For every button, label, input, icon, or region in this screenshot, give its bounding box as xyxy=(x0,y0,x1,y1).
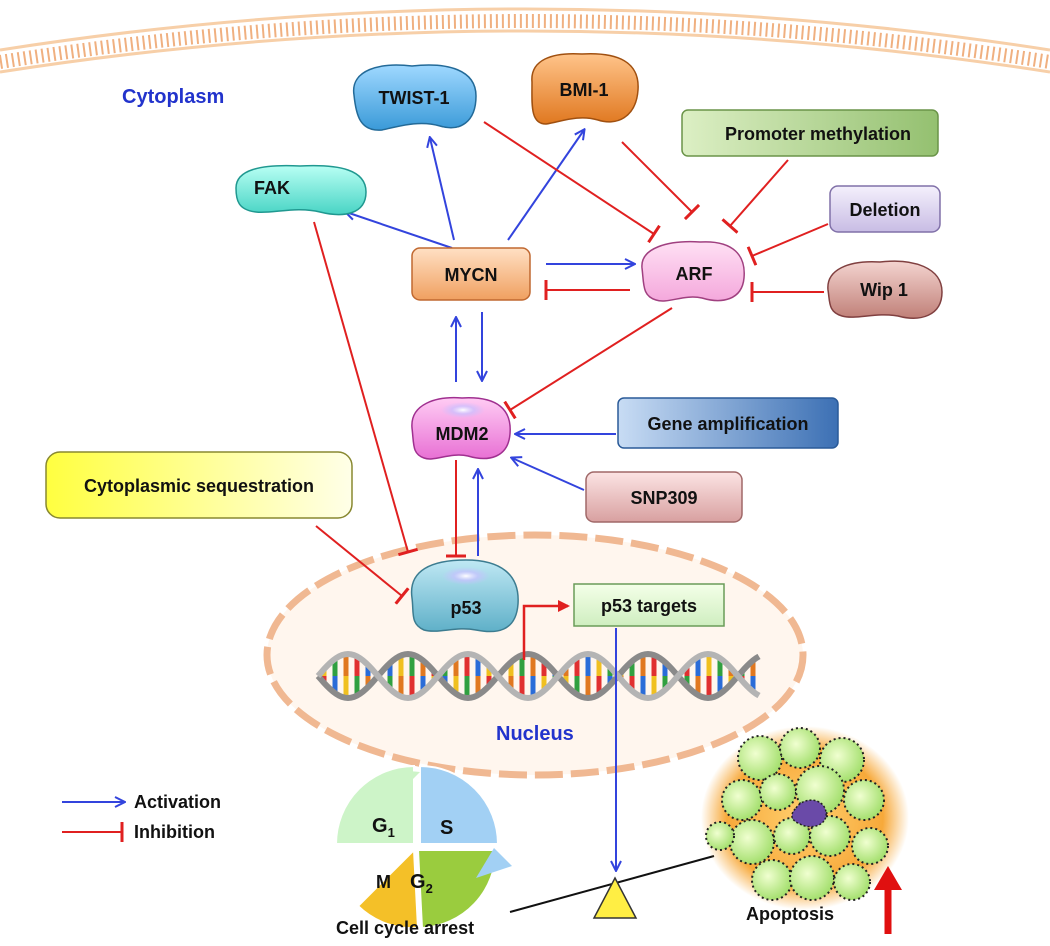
dna-helix xyxy=(315,650,761,702)
node-cytoplasmic-sequestration: Cytoplasmic sequestration xyxy=(45,451,353,519)
legend: Activation Inhibition xyxy=(62,792,221,842)
node-deletion: Deletion xyxy=(829,185,941,233)
node-arf: ARF xyxy=(641,240,745,302)
apoptotic-bleb xyxy=(729,819,775,865)
balance-scale xyxy=(509,855,715,919)
apoptotic-bleb xyxy=(851,827,889,865)
nucleus-label: Nucleus xyxy=(496,723,574,745)
node-p53-targets: p53 targets xyxy=(573,583,725,627)
node-fak: FAK xyxy=(235,164,367,216)
phase-g1-label: G1 xyxy=(372,815,395,840)
legend-activation-label: Activation xyxy=(134,792,221,812)
bmi1-label: BMI-1 xyxy=(560,80,609,100)
p53-to-p53-targets xyxy=(522,600,570,660)
arf-label: ARF xyxy=(676,264,713,284)
mycn-to-fak xyxy=(346,212,453,249)
apoptotic-bleb xyxy=(737,735,783,781)
node-wip1: Wip 1 xyxy=(827,260,943,319)
phase-s-label: S xyxy=(440,817,453,839)
up-arrow-icon xyxy=(874,866,902,934)
node-gene-amplification: Gene amplification xyxy=(617,397,839,449)
apoptotic-bleb xyxy=(789,855,835,901)
p53-label: p53 xyxy=(450,598,481,618)
bmi1-inhibits-arf xyxy=(621,141,701,221)
pathway-connectors xyxy=(313,121,829,870)
apoptotic-bleb xyxy=(843,779,885,821)
cell-membrane xyxy=(0,7,1050,74)
apoptotic-bleb xyxy=(833,863,871,901)
apoptotic-bleb xyxy=(721,779,763,821)
node-promoter-methylation: Promoter methylation xyxy=(681,109,939,157)
node-snp309: SNP309 xyxy=(585,471,743,523)
apoptotic-bleb xyxy=(751,859,793,901)
deletion-label: Deletion xyxy=(849,200,920,220)
p53-targets-label: p53 targets xyxy=(601,596,697,616)
node-mdm2: MDM2 xyxy=(411,396,511,460)
wip1-label: Wip 1 xyxy=(860,280,908,300)
node-p53: p53 xyxy=(410,559,519,633)
apoptotic-cell-image xyxy=(701,726,909,910)
gene-amplification-label: Gene amplification xyxy=(647,414,808,434)
fak-label: FAK xyxy=(254,178,290,198)
mycn-to-bmi1 xyxy=(507,130,584,241)
node-bmi1: BMI-1 xyxy=(531,52,639,125)
apoptotic-bleb xyxy=(705,821,735,851)
node-twist1: TWIST-1 xyxy=(353,64,477,131)
promoter-methylation-label: Promoter methylation xyxy=(725,124,911,144)
cell-cycle-arrest-label: Cell cycle arrest xyxy=(336,918,474,938)
cytoplasmic-sequestration-label: Cytoplasmic sequestration xyxy=(84,476,314,496)
arf-inhibits-mdm2 xyxy=(503,307,673,420)
phase-g2-label: G2 xyxy=(410,871,433,896)
mycn-label: MYCN xyxy=(445,265,498,285)
node-mycn: MYCN xyxy=(411,247,531,301)
snp309-to-mdm2 xyxy=(512,458,585,491)
mycn-to-twist1 xyxy=(430,138,455,241)
fak-inhibits-p53 xyxy=(313,221,419,557)
twist1-label: TWIST-1 xyxy=(379,88,450,108)
apoptotic-bleb xyxy=(809,815,851,857)
phase-m-label: M xyxy=(376,872,391,892)
twist1-inhibits-arf xyxy=(483,121,661,244)
apoptosis-label: Apoptosis xyxy=(746,904,834,924)
mdm2-label: MDM2 xyxy=(436,424,489,444)
snp309-label: SNP309 xyxy=(630,488,697,508)
apoptotic-bleb xyxy=(759,773,797,811)
deletion-inhibits-arf xyxy=(746,223,829,266)
legend-inhibition-label: Inhibition xyxy=(134,822,215,842)
promoter-methylation-inhibits-arf xyxy=(721,159,789,234)
fragmented-nucleus xyxy=(791,799,827,828)
dna-backbone xyxy=(315,650,761,702)
cytoplasm-label: Cytoplasm xyxy=(122,86,224,108)
dna-backbone xyxy=(315,650,761,702)
apoptotic-bleb xyxy=(779,727,821,769)
cytoplasmic-sequestration-inhibits-p53 xyxy=(315,525,410,605)
cell-cycle-wheel: G1 S M G2 xyxy=(334,764,512,930)
